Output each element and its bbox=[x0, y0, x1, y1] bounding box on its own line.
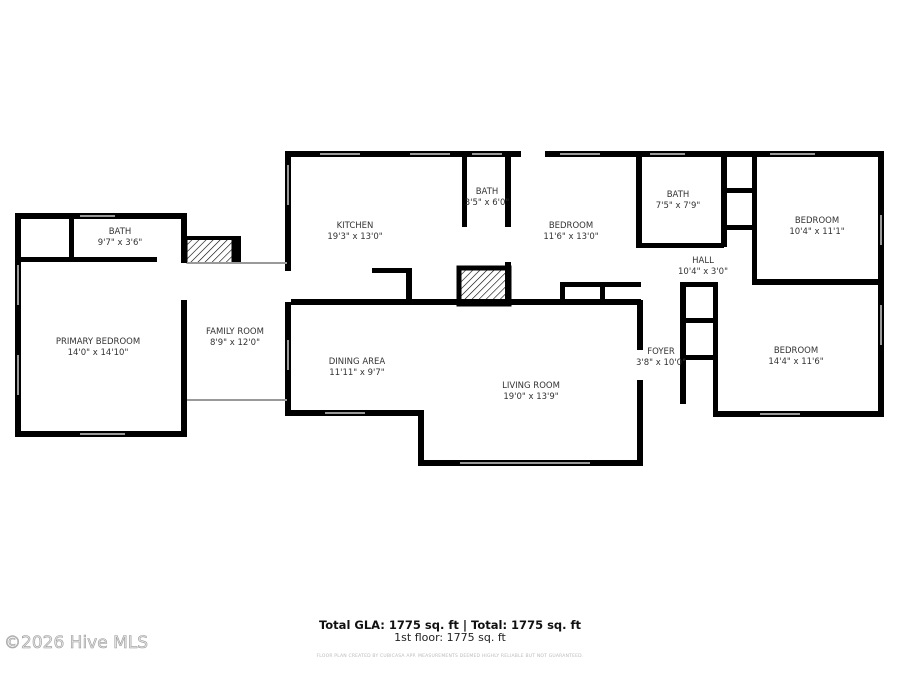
disclaimer: FLOOR PLAN CREATED BY CUBICASA APP. MEAS… bbox=[316, 654, 584, 659]
watermark: ©2026 Hive MLS bbox=[4, 633, 149, 654]
floor-area: 1st floor: 1775 sq. ft bbox=[394, 631, 506, 644]
total-area: Total GLA: 1775 sq. ft | Total: 1775 sq.… bbox=[318, 618, 582, 632]
